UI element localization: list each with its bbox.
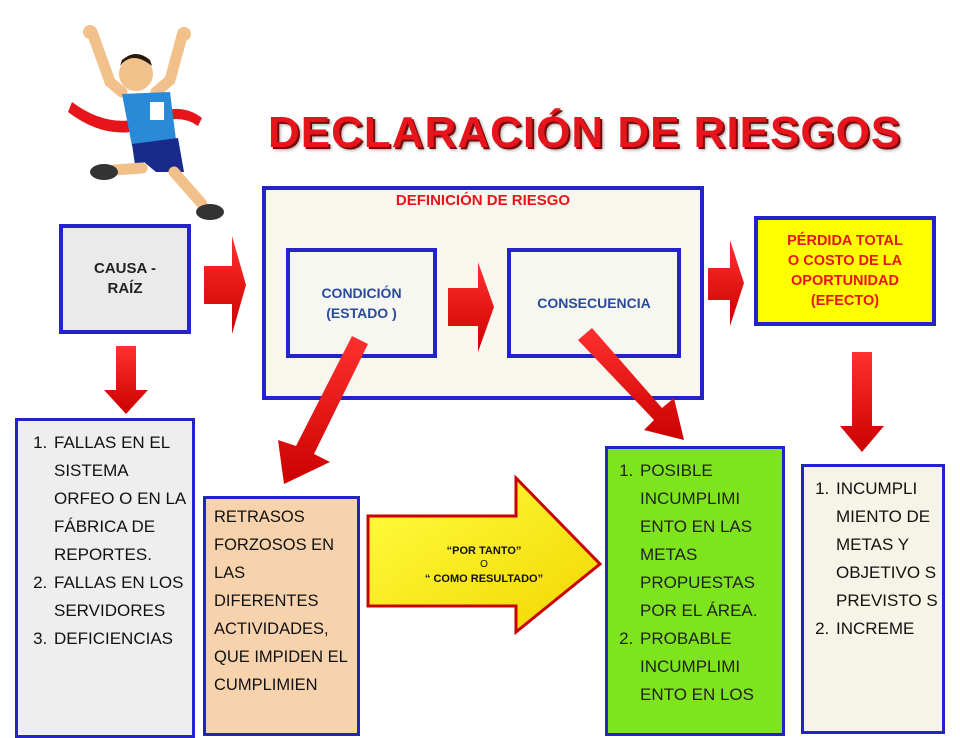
- perdida-line-2: O COSTO DE LA: [787, 253, 903, 269]
- retrasos-text: RETRASOS FORZOSOS EN LAS DIFERENTES ACTI…: [214, 508, 348, 694]
- list-item: FALLAS EN LOS SERVIDORES: [52, 569, 186, 625]
- list-item: POSIBLE INCUMPLIMI ENTO EN LAS METAS PRO…: [638, 457, 778, 625]
- perdida-total-box: PÉRDIDA TOTAL O COSTO DE LA OPORTUNIDAD …: [754, 216, 936, 326]
- perdida-list-panel: INCUMPLI MIENTO DE METAS Y OBJETIVO S PR…: [801, 464, 945, 734]
- list-item: PROBABLE INCUMPLIMI ENTO EN LOS: [638, 625, 778, 709]
- causa-line-1: CAUSA -: [94, 260, 156, 277]
- list-item: FALLAS EN EL SISTEMA ORFEO O EN LA FÁBRI…: [52, 429, 186, 569]
- por-tanto-line-1: “POR TANTO”: [446, 545, 522, 557]
- arrow-down-icon: [104, 346, 148, 414]
- perdida-line-4: (EFECTO): [810, 293, 880, 309]
- causa-raiz-box: CAUSA - RAÍZ: [59, 224, 191, 334]
- arrow-diagonal-icon: [578, 328, 684, 440]
- por-tanto-label: “POR TANTO” O “ COMO RESULTADO”: [384, 520, 584, 610]
- arrow-down-icon: [840, 352, 884, 452]
- consecuencia-list-panel: POSIBLE INCUMPLIMI ENTO EN LAS METAS PRO…: [605, 446, 785, 736]
- causa-line-2: RAÍZ: [107, 280, 143, 297]
- arrow-right-icon: [204, 236, 246, 334]
- arrows-layer: [104, 236, 884, 636]
- arrow-diagonal-icon: [278, 336, 368, 484]
- arrow-right-icon: [448, 262, 494, 352]
- por-tanto-line-2: O: [480, 559, 488, 570]
- consecuencia-label: CONSECUENCIA: [537, 295, 651, 311]
- perdida-line-1: PÉRDIDA TOTAL: [787, 233, 903, 249]
- runner-clipart: [68, 25, 224, 220]
- list-item: DEFICIENCIAS: [52, 625, 186, 653]
- condicion-line-2: (ESTADO ): [326, 305, 397, 321]
- por-tanto-line-3: “ COMO RESULTADO”: [424, 573, 544, 585]
- list-item: INCREME: [834, 615, 940, 643]
- condicion-line-1: CONDICIÓN: [321, 285, 402, 301]
- perdida-line-3: OPORTUNIDAD: [791, 273, 899, 289]
- list-item: INCUMPLI MIENTO DE METAS Y OBJETIVO S PR…: [834, 475, 940, 615]
- big-yellow-arrow-icon: [366, 474, 603, 636]
- retrasos-panel: RETRASOS FORZOSOS EN LAS DIFERENTES ACTI…: [203, 496, 360, 736]
- arrow-right-icon: [708, 240, 744, 326]
- definicion-riesgo-title: DEFINICIÓN DE RIESGO: [395, 192, 571, 209]
- causa-list-panel: FALLAS EN EL SISTEMA ORFEO O EN LA FÁBRI…: [15, 418, 195, 738]
- page-title: DECLARACIÓN DE RIESGOS: [268, 108, 902, 157]
